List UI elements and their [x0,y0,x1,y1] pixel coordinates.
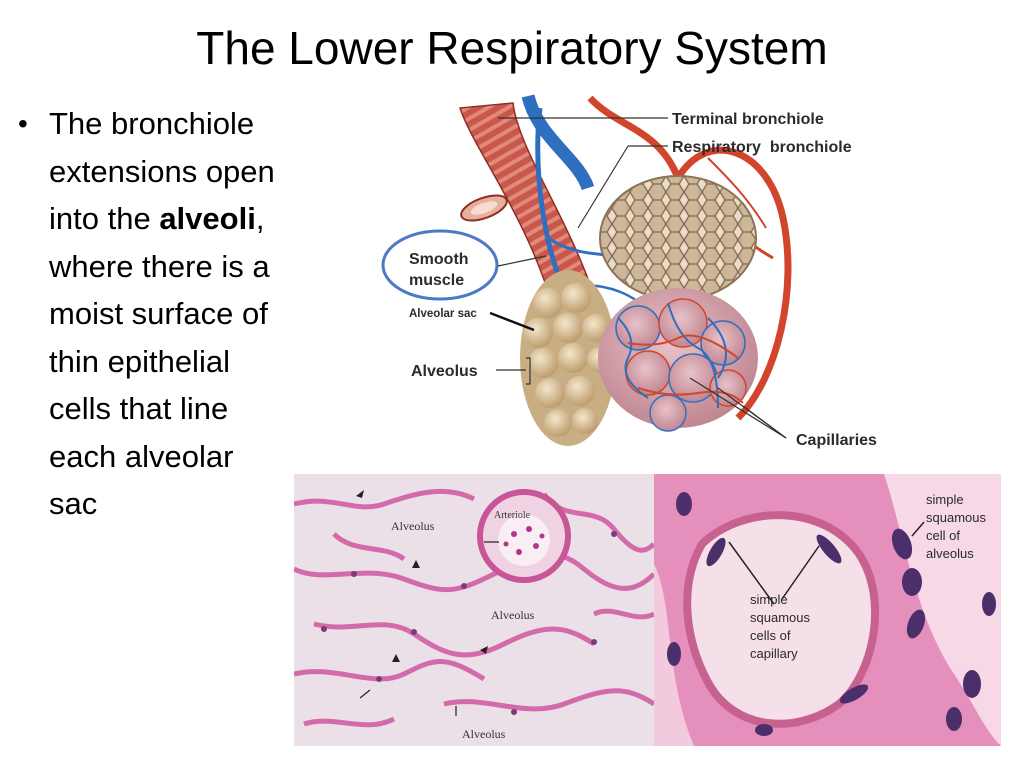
slide-title: The Lower Respiratory System [196,22,828,74]
smooth-muscle-highlight-ring [381,229,499,301]
lung-tissue-micrograph: Alveolus Arteriole Alveolus Alveolus [294,474,654,746]
label-capillary-cells-4: capillary [750,646,798,661]
bold-term-alveoli: alveoli [159,201,256,236]
bullet-point: • The bronchiole extensions open into th… [18,100,288,528]
label-capillary-cells-1: simple [750,592,788,607]
micrograph-right-image: simple squamous cells of capillary simpl… [654,474,1001,746]
bullet-text: The bronchiole extensions open into the … [49,100,288,528]
alveolar-cluster-cut [599,175,757,301]
micrograph-left-image: Alveolus Arteriole Alveolus Alveolus [294,474,654,746]
label-alveolus-bottom: Alveolus [462,727,506,741]
label-respiratory-bronchiole: Respiratory bronchiole [672,139,852,156]
label-terminal-bronchiole: Terminal bronchiole [672,111,824,128]
label-alveolus-cell-2: squamous [926,510,986,525]
label-alveolus-cell-1: simple [926,492,964,507]
label-capillary-cells-2: squamous [750,610,810,625]
bullet-text-start: The bronchiole extensions open into the [49,106,275,236]
alveoli-anatomy-diagram: Terminal bronchiole Respiratory bronchio… [378,88,908,458]
label-alveolus: Alveolus [411,363,478,380]
capillary-micrograph: simple squamous cells of capillary simpl… [654,474,1001,746]
label-capillaries: Capillaries [796,432,877,449]
bullet-marker: • [18,108,28,139]
label-alveolus-cell-3: cell of [926,528,960,543]
anatomy-illustration: Terminal bronchiole Respiratory bronchio… [381,94,877,449]
label-smooth-muscle-line1: Smooth [409,251,469,268]
label-arteriole: Arteriole [494,510,531,521]
vein-vessel [521,94,595,191]
label-alveolus-cell-4: alveolus [926,546,974,561]
label-alveolar-sac: Alveolar sac [409,308,477,320]
artery-vessel [587,95,792,421]
label-smooth-muscle-line2: muscle [409,272,464,289]
label-alveolus-top: Alveolus [391,519,435,533]
bullet-text-end: , where there is a moist surface of thin… [49,201,270,521]
alveolar-sac-cluster [520,270,616,446]
label-capillary-cells-3: cells of [750,628,791,643]
capillary-network [598,288,758,432]
label-alveolus-mid: Alveolus [491,608,535,622]
